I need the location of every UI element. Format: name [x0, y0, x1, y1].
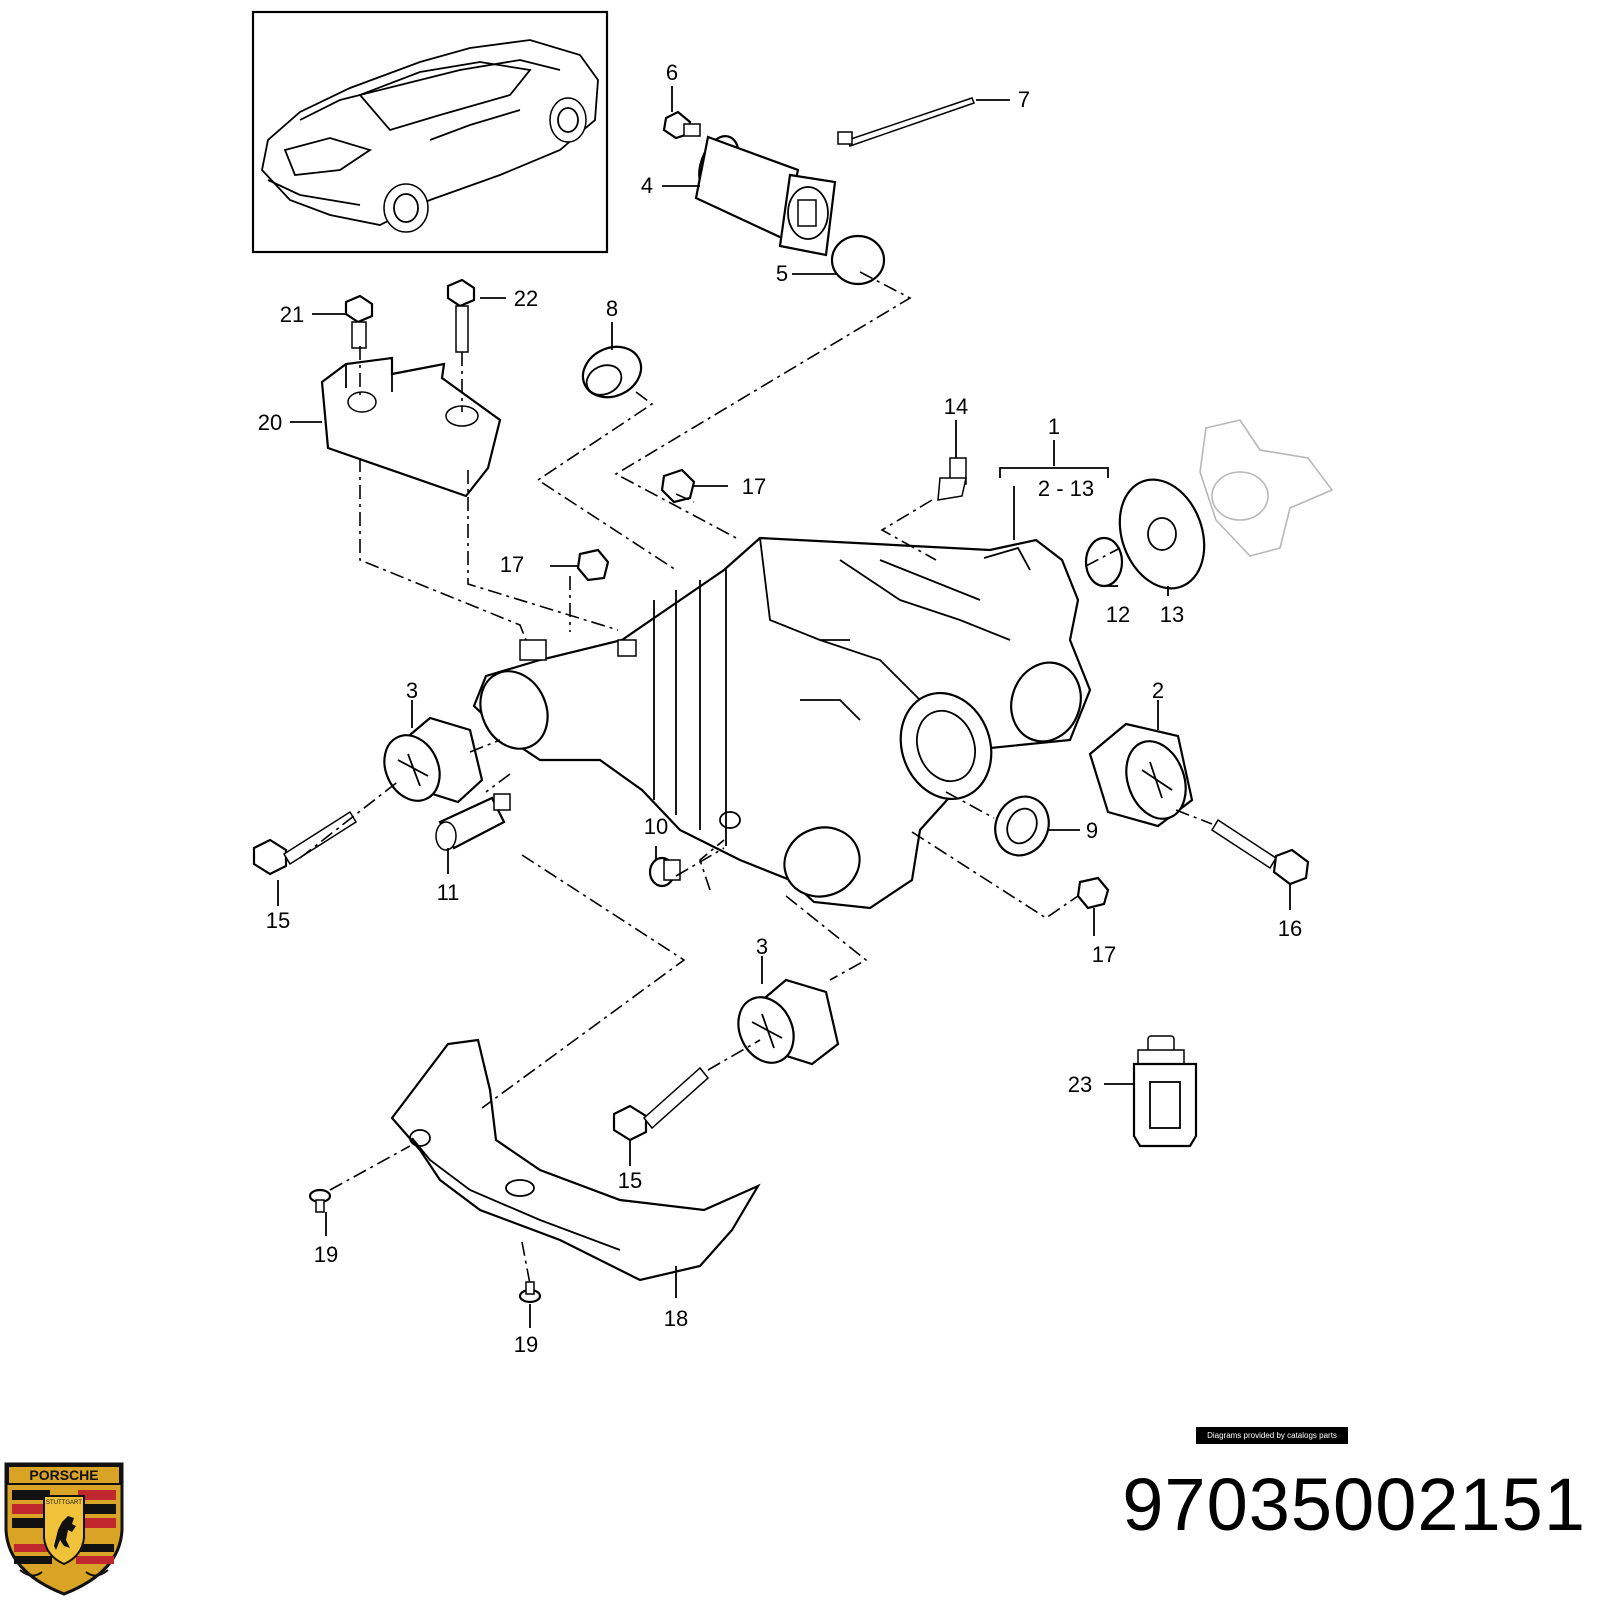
callout-17: 17 [500, 552, 524, 577]
part-16-bolt[interactable] [1210, 818, 1310, 886]
callout-9: 9 [1086, 818, 1098, 843]
part-15-bolt[interactable] [612, 1066, 710, 1142]
part-15-bolt[interactable] [252, 810, 358, 876]
part-21-bolt[interactable] [344, 294, 374, 349]
callout-labels: 6 7 4 5 8 21 22 20 14 1 2 - 13 17 17 12 … [258, 60, 1302, 1357]
callout-3: 3 [406, 678, 418, 703]
callout-16: 16 [1278, 916, 1302, 941]
callout-2-13: 2 - 13 [1038, 476, 1094, 501]
part-5-o-ring[interactable] [830, 234, 886, 286]
svg-text:STUTTGART: STUTTGART [46, 1500, 82, 1506]
part-7-cable-tie[interactable] [837, 97, 975, 147]
part-20-bracket[interactable] [320, 356, 502, 498]
leader-lines [277, 86, 1291, 1328]
part-23-oil-bottle[interactable] [1132, 1035, 1198, 1148]
callout-4: 4 [641, 173, 653, 198]
callout-19: 19 [514, 1332, 538, 1357]
part-17-nut[interactable] [660, 468, 696, 504]
part-17-nut[interactable] [1076, 876, 1110, 910]
callout-11: 11 [437, 880, 460, 905]
diagram-credit: Diagrams provided by catalogs parts [1196, 1427, 1348, 1444]
callout-6: 6 [666, 60, 678, 85]
callout-18: 18 [664, 1306, 688, 1331]
part-8-seal[interactable] [575, 338, 650, 407]
part-6-bolt[interactable] [662, 110, 701, 140]
callout-21: 21 [280, 302, 304, 327]
svg-text:PORSCHE: PORSCHE [29, 1467, 98, 1483]
part-14-sensor[interactable] [937, 457, 967, 501]
part-13-washer[interactable] [1105, 468, 1218, 601]
callout-15: 15 [618, 1168, 642, 1193]
part-number: 97035002151 [1122, 1463, 1586, 1546]
part-4-actuator[interactable] [692, 131, 837, 257]
part-19-screw[interactable] [518, 1281, 542, 1304]
part-17-nut[interactable] [576, 548, 610, 582]
part-22-bolt[interactable] [446, 278, 476, 353]
callout-8: 8 [606, 296, 618, 321]
callout-3: 3 [756, 934, 768, 959]
assembly-dash-lines [299, 271, 1213, 1285]
part-18-cover[interactable] [390, 1038, 761, 1282]
callout-12: 12 [1106, 602, 1130, 627]
part-12-seal[interactable] [1084, 536, 1124, 588]
callout-20: 20 [258, 410, 282, 435]
part-3-bushing-lower[interactable] [728, 978, 840, 1072]
part-19-screw[interactable] [308, 1188, 332, 1213]
callout-19: 19 [314, 1242, 338, 1267]
part-9-seal[interactable] [986, 788, 1058, 864]
callout-13: 13 [1160, 602, 1184, 627]
part-10-plug[interactable] [648, 856, 681, 888]
callout-1: 1 [1048, 414, 1060, 439]
callout-5: 5 [776, 261, 788, 286]
callout-10: 10 [644, 814, 668, 839]
porsche-crest-logo: PORSCHE STUTTGART [4, 1462, 124, 1596]
callout-23: 23 [1068, 1072, 1092, 1097]
callout-17: 17 [742, 474, 766, 499]
callout-2: 2 [1152, 678, 1164, 703]
part-3-bushing-upper[interactable] [374, 716, 484, 810]
callout-17: 17 [1092, 942, 1116, 967]
part-1-differential-housing[interactable] [468, 536, 1092, 910]
part-11-breather[interactable] [435, 793, 511, 851]
callout-14: 14 [944, 394, 968, 419]
part-2-bushing[interactable] [1088, 722, 1196, 828]
callout-22: 22 [514, 286, 538, 311]
vehicle-thumbnail [251, 10, 609, 254]
drive-flange-reference [1199, 419, 1334, 557]
callout-15: 15 [266, 908, 290, 933]
callout-7: 7 [1018, 87, 1030, 112]
